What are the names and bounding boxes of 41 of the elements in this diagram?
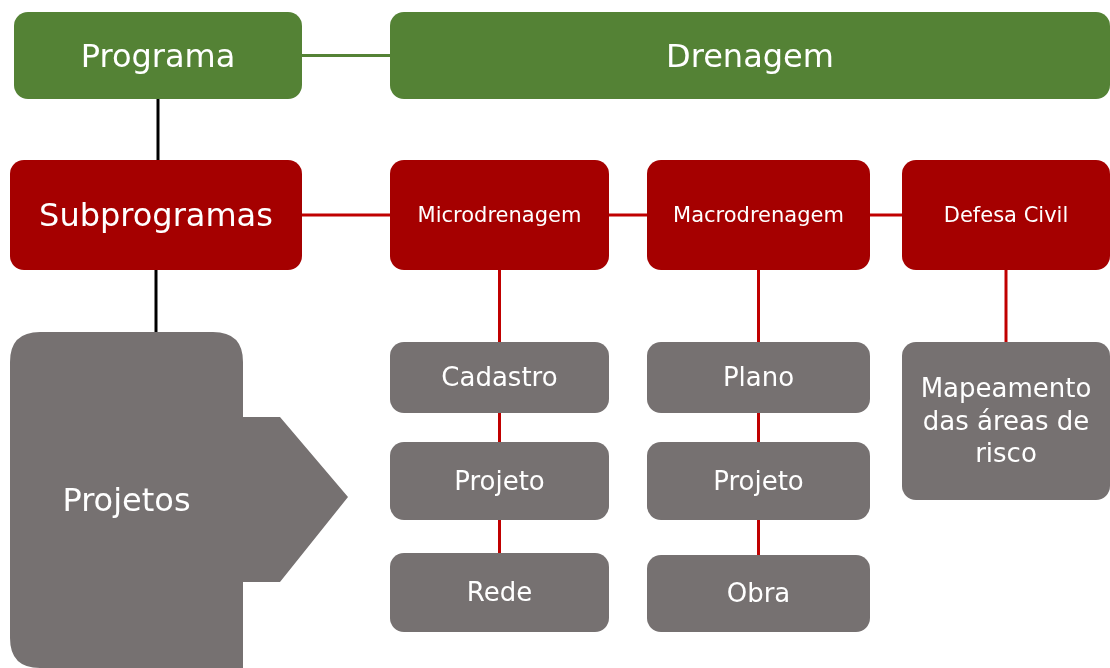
connector-line <box>757 270 760 342</box>
project-box <box>647 555 870 632</box>
node-label: Projeto <box>454 464 545 498</box>
project-box <box>390 442 609 520</box>
header-box <box>390 12 1110 99</box>
node-label: Plano <box>722 361 795 394</box>
connector-line <box>302 54 390 57</box>
connector-line <box>757 520 760 555</box>
node-label: Defesa Civil <box>943 201 1069 229</box>
subprogram-box <box>647 160 870 270</box>
node-label: Projeto <box>713 464 804 498</box>
connector-line <box>609 213 647 217</box>
node-label: Obra <box>726 577 791 610</box>
block-arrow-shape <box>10 332 348 668</box>
header-box <box>14 12 302 99</box>
subprogram-box <box>390 160 609 270</box>
subprogram-box <box>10 160 302 270</box>
project-box <box>647 442 870 520</box>
connector-line <box>757 413 760 442</box>
connector-line <box>302 213 390 217</box>
node-label: Microdrenagem <box>417 201 582 229</box>
connector-line <box>498 520 501 553</box>
project-box <box>390 553 609 632</box>
node-label: Mapeamento das áreas de risco <box>919 372 1093 470</box>
project-box <box>902 342 1110 500</box>
project-box <box>390 342 609 413</box>
node-label: Cadastro <box>441 361 558 394</box>
node-label: Macrodrenagem <box>673 201 844 229</box>
node-label: Projetos <box>61 480 192 520</box>
connector-line <box>1004 270 1008 342</box>
node-label: Subprogramas <box>39 195 273 235</box>
connector-line <box>498 413 501 442</box>
node-label: Programa <box>80 35 236 76</box>
connector-line <box>154 270 158 332</box>
connector-line <box>156 99 160 160</box>
connector-line <box>870 213 902 217</box>
node-label: Drenagem <box>666 35 834 76</box>
connector-line <box>498 270 501 342</box>
subprogram-box <box>902 160 1110 270</box>
node-label: Rede <box>466 576 533 609</box>
project-box <box>647 342 870 413</box>
